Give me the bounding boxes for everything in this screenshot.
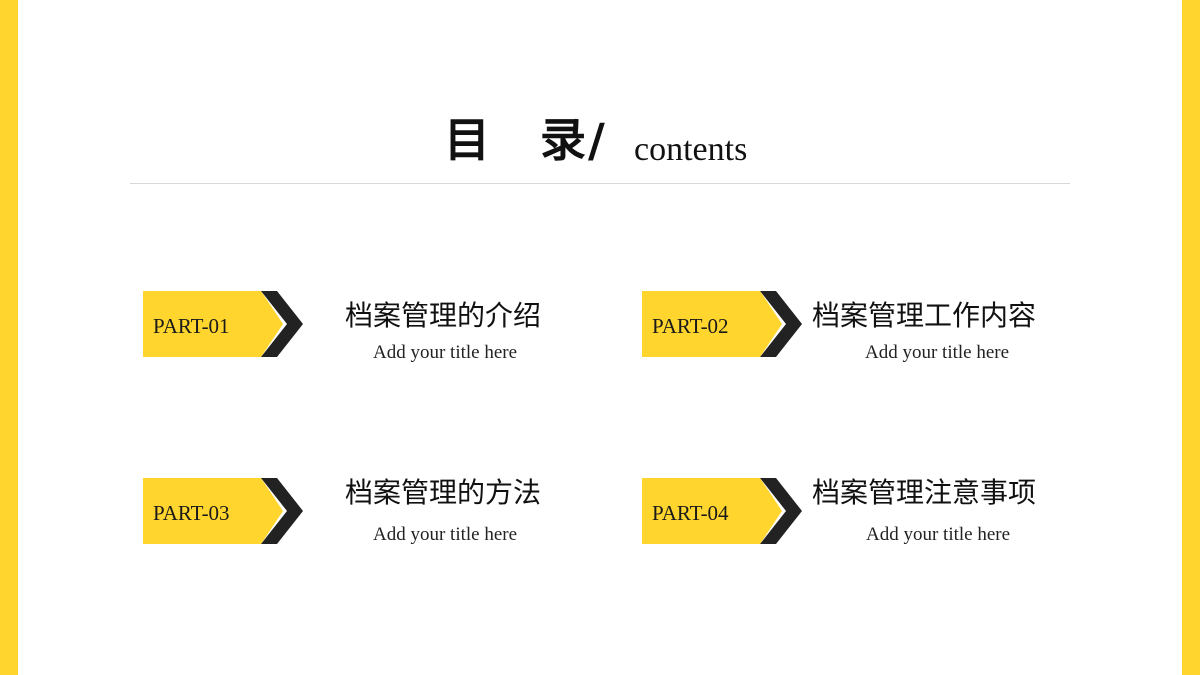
- part-tag-4: PART-04: [642, 478, 812, 548]
- toc-item-3[interactable]: PART-03 档案管理的方法 Add your title here: [143, 476, 603, 558]
- part-tag-label: PART-04: [652, 501, 729, 525]
- left-accent-bar: [0, 0, 18, 675]
- toc-item-subtitle: Add your title here: [373, 524, 518, 545]
- part-tag-label: PART-02: [652, 314, 729, 338]
- part-tag-3: PART-03: [143, 478, 313, 548]
- toc-item-subtitle: Add your title here: [866, 524, 1011, 545]
- part-tag-2: PART-02: [642, 291, 812, 361]
- title-divider: [130, 183, 1070, 184]
- toc-item-title: 档案管理工作内容: [812, 299, 1037, 332]
- right-accent-bar: [1182, 0, 1200, 675]
- title-english: contents: [634, 131, 748, 168]
- chevron-arrow-icon: [143, 478, 303, 544]
- chevron-arrow-icon: [642, 291, 802, 357]
- chevron-arrow-icon: [642, 478, 802, 544]
- toc-item-1[interactable]: PART-01 档案管理的介绍 Add your title here: [143, 291, 603, 371]
- toc-item-subtitle: Add your title here: [865, 342, 1010, 363]
- title-chinese: 目 录/: [444, 113, 607, 167]
- toc-item-subtitle: Add your title here: [373, 342, 518, 363]
- toc-item-2[interactable]: PART-02 档案管理工作内容 Add your title here: [642, 291, 1102, 371]
- part-tag-label: PART-01: [153, 314, 230, 338]
- part-tag-1: PART-01: [143, 291, 313, 361]
- toc-item-title: 档案管理的介绍: [345, 299, 542, 332]
- toc-item-title: 档案管理的方法: [345, 476, 542, 509]
- toc-item-4[interactable]: PART-04 档案管理注意事项 Add your title here: [642, 476, 1102, 558]
- chevron-arrow-icon: [143, 291, 303, 357]
- page-title: 目 录/ contents: [0, 108, 1200, 172]
- part-tag-label: PART-03: [153, 501, 230, 525]
- toc-item-title: 档案管理注意事项: [812, 476, 1037, 509]
